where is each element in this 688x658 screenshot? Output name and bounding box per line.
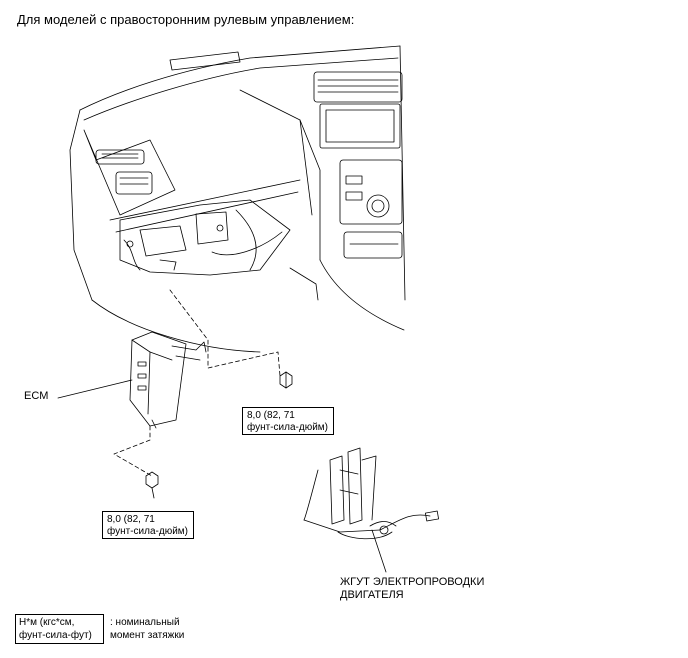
legend-box-line1: Н*м (кгс*см,: [19, 617, 75, 628]
diagram-heading: Для моделей с правосторонним рулевым упр…: [17, 12, 355, 27]
torque-spec-lower-bolt: 8,0 (82, 71 фунт-сила-дюйм): [102, 511, 194, 539]
ecm-label: ECM: [24, 390, 49, 402]
upper-bolt-icon: [279, 371, 293, 389]
legend-desc-line2: момент затяжки: [110, 630, 185, 641]
engine-wire-harness: [303, 447, 440, 540]
legend-symbol-box: Н*м (кгс*см, фунт-сила-фут): [15, 614, 104, 644]
torque-spec-upper-bolt: 8,0 (82, 71 фунт-сила-дюйм): [242, 407, 334, 435]
legend-desc-line1: : номинальный: [110, 617, 180, 628]
harness-label: ЖГУТ ЭЛЕКТРОПРОВОДКИ ДВИГАТЕЛЯ: [340, 576, 484, 602]
torque-spec-lower-line1: 8,0 (82, 71: [107, 514, 155, 525]
torque-spec-upper-line2: фунт-сила-дюйм): [247, 422, 328, 433]
lower-bolt-icon: [145, 471, 159, 499]
dashboard-outline: [69, 45, 406, 353]
harness-leader-line: [371, 529, 387, 573]
torque-spec-upper-line1: 8,0 (82, 71: [247, 410, 295, 421]
harness-label-line2: ДВИГАТЕЛЯ: [340, 589, 404, 601]
under-dash-wiring: [119, 199, 291, 276]
left-air-vent: [95, 149, 153, 195]
torque-spec-lower-line2: фунт-сила-дюйм): [107, 526, 188, 537]
ecm-unit: [129, 331, 207, 429]
legend-description: : номинальный момент затяжки: [110, 616, 184, 642]
center-console: [313, 71, 403, 259]
harness-label-line1: ЖГУТ ЭЛЕКТРОПРОВОДКИ: [340, 576, 485, 588]
legend-box-line2: фунт-сила-фут): [19, 630, 92, 641]
ecm-leader-line: [57, 379, 133, 399]
alignment-dashed-lines: [113, 289, 281, 477]
